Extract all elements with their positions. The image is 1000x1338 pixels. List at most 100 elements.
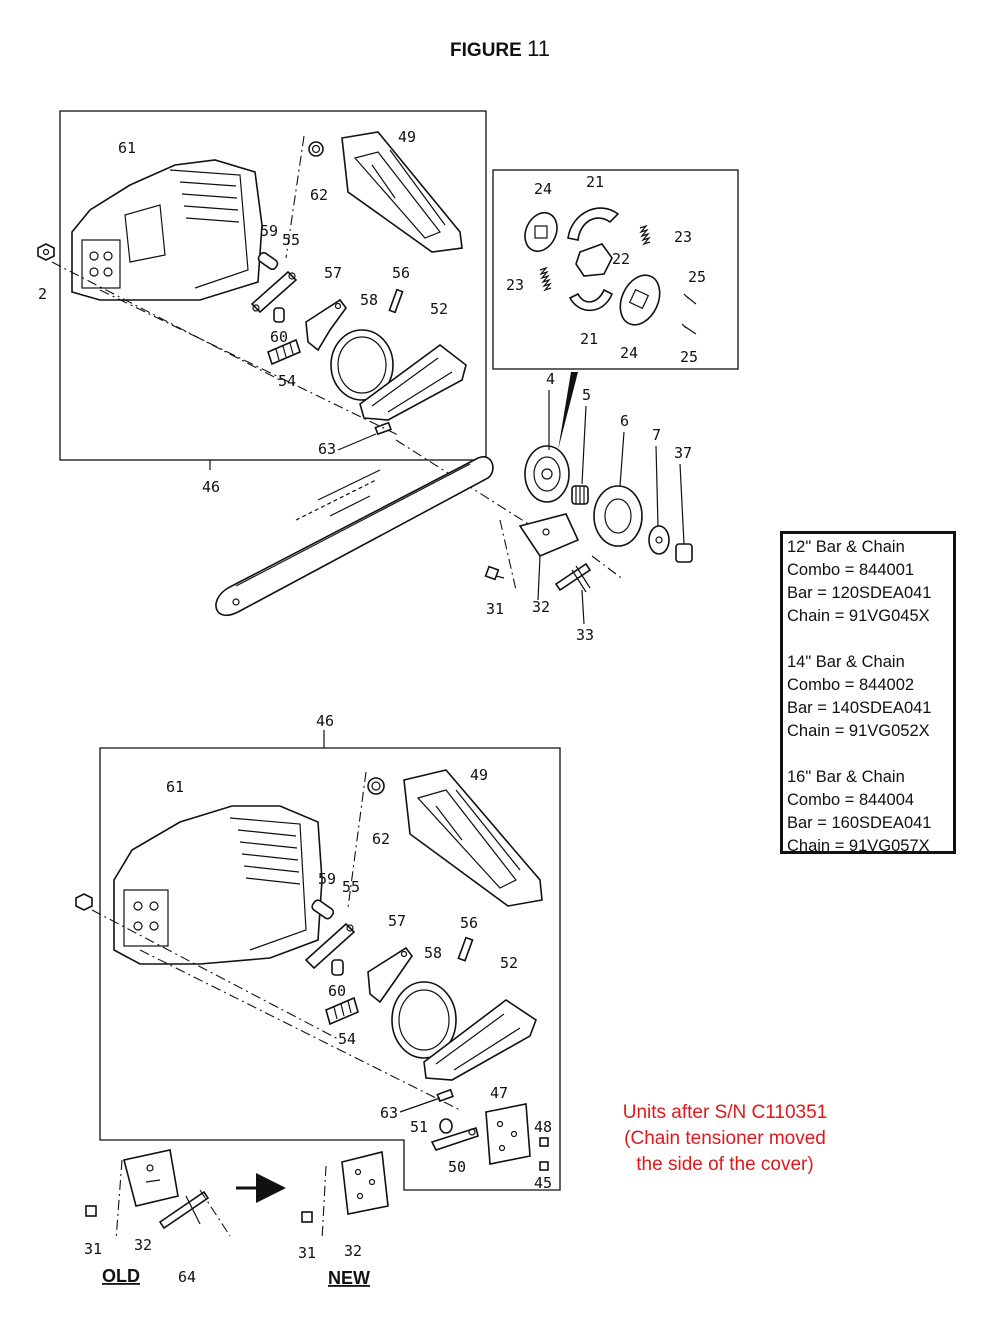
callout-22: 22 <box>612 250 630 268</box>
collar-part-60-top <box>273 307 285 323</box>
callout-57-bottom: 57 <box>388 912 406 930</box>
clutch-plate-24-top <box>524 211 558 253</box>
callout-32-top: 32 <box>532 598 550 616</box>
callout-31-top: 31 <box>486 600 504 618</box>
callout-37: 37 <box>674 444 692 462</box>
brake-lever-part-52-bottom <box>423 999 537 1081</box>
callout-24-bottom: 24 <box>620 344 638 362</box>
combo-heading: 12" Bar & Chain <box>787 538 905 556</box>
washer-7 <box>648 525 670 555</box>
combo-number: Combo = 844004 <box>787 791 915 809</box>
brake-band-part-58-bottom <box>391 981 457 1059</box>
callout-50: 50 <box>448 1158 466 1176</box>
combo-group-12in: 12" Bar & Chain Combo = 844001 Bar = 120… <box>787 536 953 628</box>
clutch-drum-4 <box>524 445 570 503</box>
old-leader-dashes <box>115 1159 231 1241</box>
callout-23-right: 23 <box>674 228 692 246</box>
callout-5: 5 <box>582 386 591 404</box>
callout-63-top: 63 <box>318 440 336 458</box>
adjuster-plate-32 <box>518 513 580 557</box>
callout-21-bottom: 21 <box>580 330 598 348</box>
callout-46-top: 46 <box>202 478 220 496</box>
callout-55-bottom: 55 <box>342 878 360 896</box>
chain-number: Chain = 91VG057X <box>787 837 930 855</box>
callout-46-bottom: 46 <box>316 712 334 730</box>
leader-dash-63 <box>395 439 531 526</box>
callout-4: 4 <box>546 370 555 388</box>
callout-56-bottom: 56 <box>460 914 478 932</box>
screw-25-top <box>683 293 697 305</box>
bar-number: Bar = 120SDEA041 <box>787 584 932 602</box>
clutch-shoe-21-bottom <box>568 288 614 312</box>
leader-dash-33 <box>591 555 625 581</box>
callout-21-top: 21 <box>586 173 604 191</box>
leader-dash-62 <box>285 135 305 259</box>
callout-31-old: 31 <box>84 1240 102 1258</box>
spring-part-62-bottom <box>367 777 385 795</box>
callout-32-new: 32 <box>344 1242 362 1260</box>
bolt-31 <box>484 565 505 581</box>
callout-58-bottom: 58 <box>424 944 442 962</box>
new-side-plate <box>341 1151 389 1215</box>
leader-dash-b1 <box>91 909 341 1041</box>
bar-number: Bar = 140SDEA041 <box>787 699 932 717</box>
callout-62-top: 62 <box>310 186 328 204</box>
side-cover-bottom <box>403 769 543 907</box>
callout-51: 51 <box>410 1118 428 1136</box>
figure-title-number: 11 <box>527 36 550 61</box>
needle-bearing-5 <box>571 485 589 505</box>
clutch-detail-pointer <box>558 372 578 450</box>
pin-part-56-top <box>388 288 404 314</box>
callout-54-top: 54 <box>278 372 296 390</box>
nut-bottom <box>75 893 93 911</box>
guide-bar-chain <box>215 456 494 616</box>
combo-group-14in: 14" Bar & Chain Combo = 844002 Bar = 140… <box>787 651 953 743</box>
clutch-plate-24-bottom <box>619 274 661 326</box>
drive-leader-lines <box>548 390 685 545</box>
worm-gear-part-54-top <box>267 338 301 366</box>
pin-part-59-bottom <box>311 899 335 920</box>
new-leader-dashes <box>321 1165 327 1241</box>
leader-63-top <box>337 433 377 451</box>
nut-37 <box>675 543 693 563</box>
bar-chain-combo-table: 12" Bar & Chain Combo = 844001 Bar = 120… <box>780 531 956 855</box>
callout-33: 33 <box>576 626 594 644</box>
callout-6: 6 <box>620 412 629 430</box>
callout-32-old: 32 <box>134 1236 152 1254</box>
pin-part-59-top <box>257 251 279 271</box>
plate-part-57-bottom <box>367 946 413 1004</box>
callout-25-bottom: 25 <box>680 348 698 366</box>
combo-group-16in: 16" Bar & Chain Combo = 844004 Bar = 160… <box>787 766 953 858</box>
figure-title-word: FIGURE <box>450 40 522 61</box>
screw-25-bottom <box>681 323 697 335</box>
callout-59-bottom: 59 <box>318 870 336 888</box>
tensioner-screw-33 <box>554 562 592 593</box>
old-label: OLD <box>102 1266 140 1286</box>
sprocket-cover-housing-top <box>71 159 263 301</box>
callout-23-left: 23 <box>506 276 524 294</box>
clutch-hub-22 <box>575 243 613 277</box>
callout-61-bottom: 61 <box>166 778 184 796</box>
callout-56-top: 56 <box>392 264 410 282</box>
callout-59-top: 59 <box>260 222 278 240</box>
old-bolt-31 <box>85 1205 97 1217</box>
drive-leader-lines-lower <box>537 555 585 625</box>
new-bolt-31 <box>301 1211 313 1223</box>
callout-61-top: 61 <box>118 139 136 157</box>
side-cover-top <box>341 131 463 253</box>
callout-54-bottom: 54 <box>338 1030 356 1048</box>
old-adjuster-plate <box>123 1149 179 1207</box>
callout-2: 2 <box>38 285 47 303</box>
spring-part-62-top <box>308 141 324 157</box>
callout-57-top: 57 <box>324 264 342 282</box>
callout-24-top: 24 <box>534 180 552 198</box>
callout-47: 47 <box>490 1084 508 1102</box>
clutch-spring-23-right <box>639 224 651 246</box>
callout-64: 64 <box>178 1268 196 1286</box>
note-line-1: Units after S/N C110351 <box>622 1102 828 1123</box>
washer-part-51 <box>439 1118 453 1134</box>
brake-band-part-58-top <box>330 329 394 401</box>
callout-52-bottom: 52 <box>500 954 518 972</box>
callout-49-bottom: 49 <box>470 766 488 784</box>
clutch-detail-frame <box>492 169 739 370</box>
